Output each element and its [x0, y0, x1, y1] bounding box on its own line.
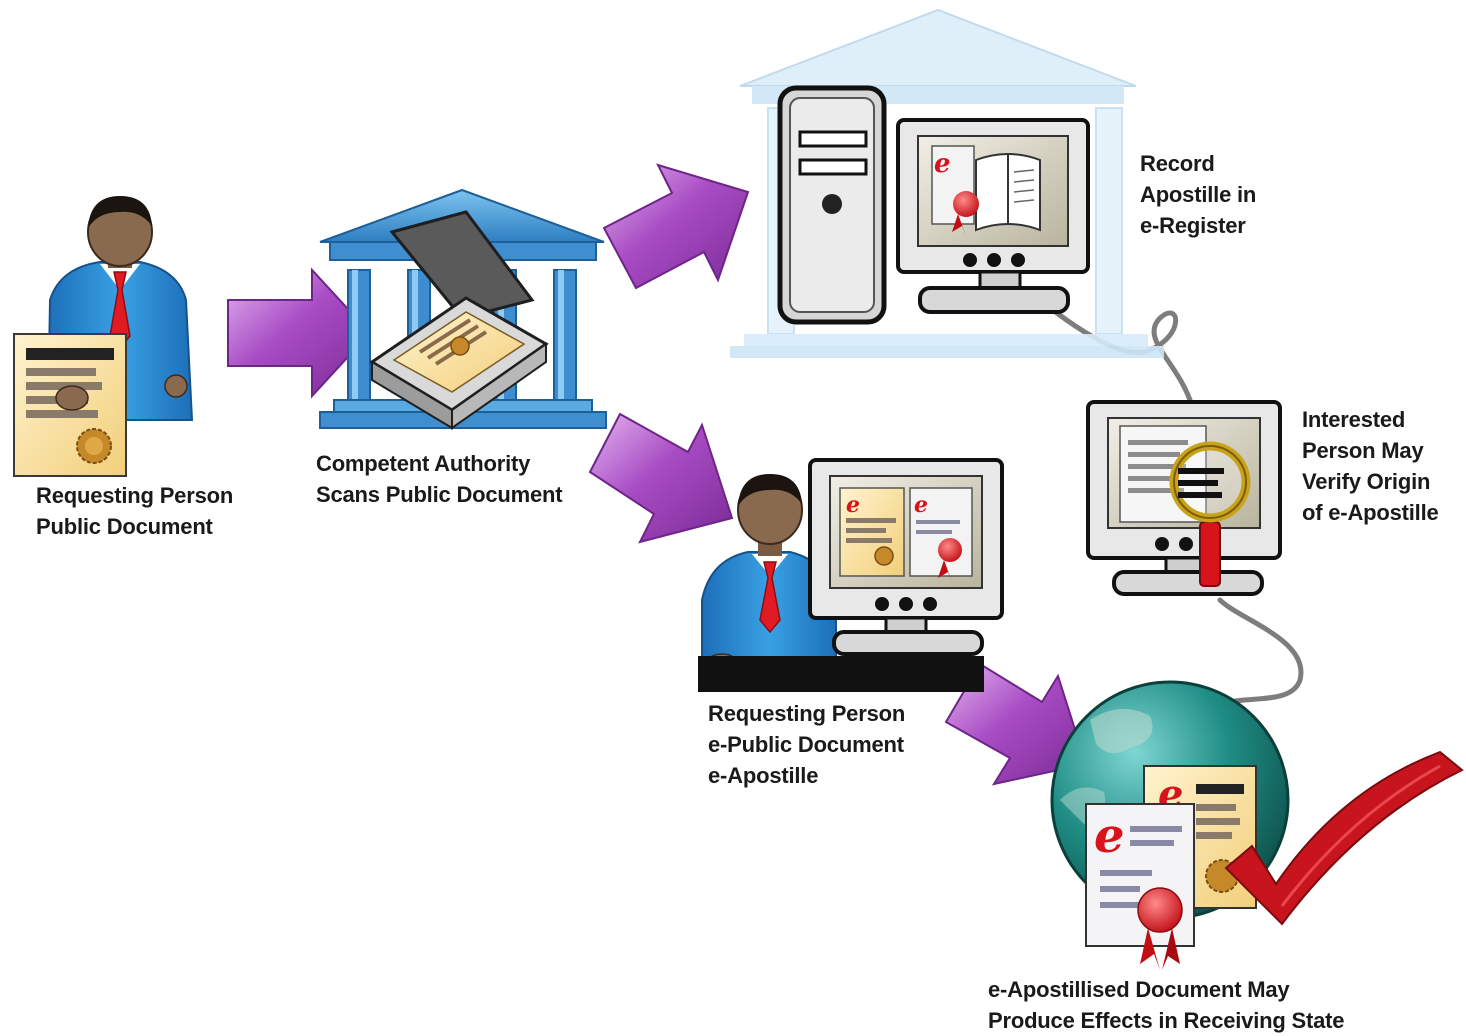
- checkmark-icon: [1224, 750, 1464, 926]
- label-line: Verify Origin: [1302, 469, 1431, 494]
- svg-text:e: e: [1094, 808, 1125, 864]
- label-e-apostille: Requesting Person e-Public Document e-Ap…: [708, 698, 905, 791]
- label-line: Person May: [1302, 438, 1424, 463]
- label-line: Record: [1140, 151, 1215, 176]
- label-line: Scans Public Document: [316, 482, 563, 507]
- label-line: Requesting Person: [36, 483, 234, 508]
- flow-arrow-1: [227, 267, 372, 399]
- computer-icon: e: [777, 85, 1090, 325]
- clerk-person-icon: [701, 474, 837, 681]
- label-record-apostille: Record Apostille in e-Register: [1140, 148, 1256, 241]
- svg-text:e: e: [914, 492, 928, 518]
- label-line: Produce Effects in Receiving State: [988, 1008, 1345, 1033]
- desk: [698, 656, 984, 692]
- svg-text:e: e: [934, 149, 951, 179]
- label-line: e-Apostillised Document May: [988, 977, 1290, 1002]
- magnifier-icon: [1169, 441, 1251, 587]
- label-effects: e-Apostillised Document May Produce Effe…: [988, 974, 1345, 1036]
- flow-arrow-2: [602, 163, 750, 290]
- label-line: e-Public Document: [708, 732, 904, 757]
- label-interested-person: Interested Person May Verify Origin of e…: [1302, 404, 1439, 528]
- label-line: Requesting Person: [708, 701, 906, 726]
- label-line: of e-Apostille: [1302, 500, 1439, 525]
- label-line: Competent Authority: [316, 451, 531, 476]
- scanner-icon: [369, 210, 549, 430]
- svg-text:e: e: [846, 492, 860, 518]
- hand: [55, 385, 89, 411]
- clerk-computer-icon: e e: [808, 458, 1004, 656]
- label-line: Interested: [1302, 407, 1406, 432]
- label-line: e-Apostille: [708, 763, 819, 788]
- label-requesting-person: Requesting Person Public Document: [36, 480, 233, 542]
- label-line: Public Document: [36, 514, 213, 539]
- flow-arrow-3: [588, 412, 734, 544]
- label-competent-authority: Competent Authority Scans Public Documen…: [316, 448, 563, 510]
- label-line: Apostille in: [1140, 182, 1257, 207]
- label-line: e-Register: [1140, 213, 1246, 238]
- flow-arrow-4: [944, 662, 1088, 786]
- e-apostille-icon: e: [1085, 803, 1195, 970]
